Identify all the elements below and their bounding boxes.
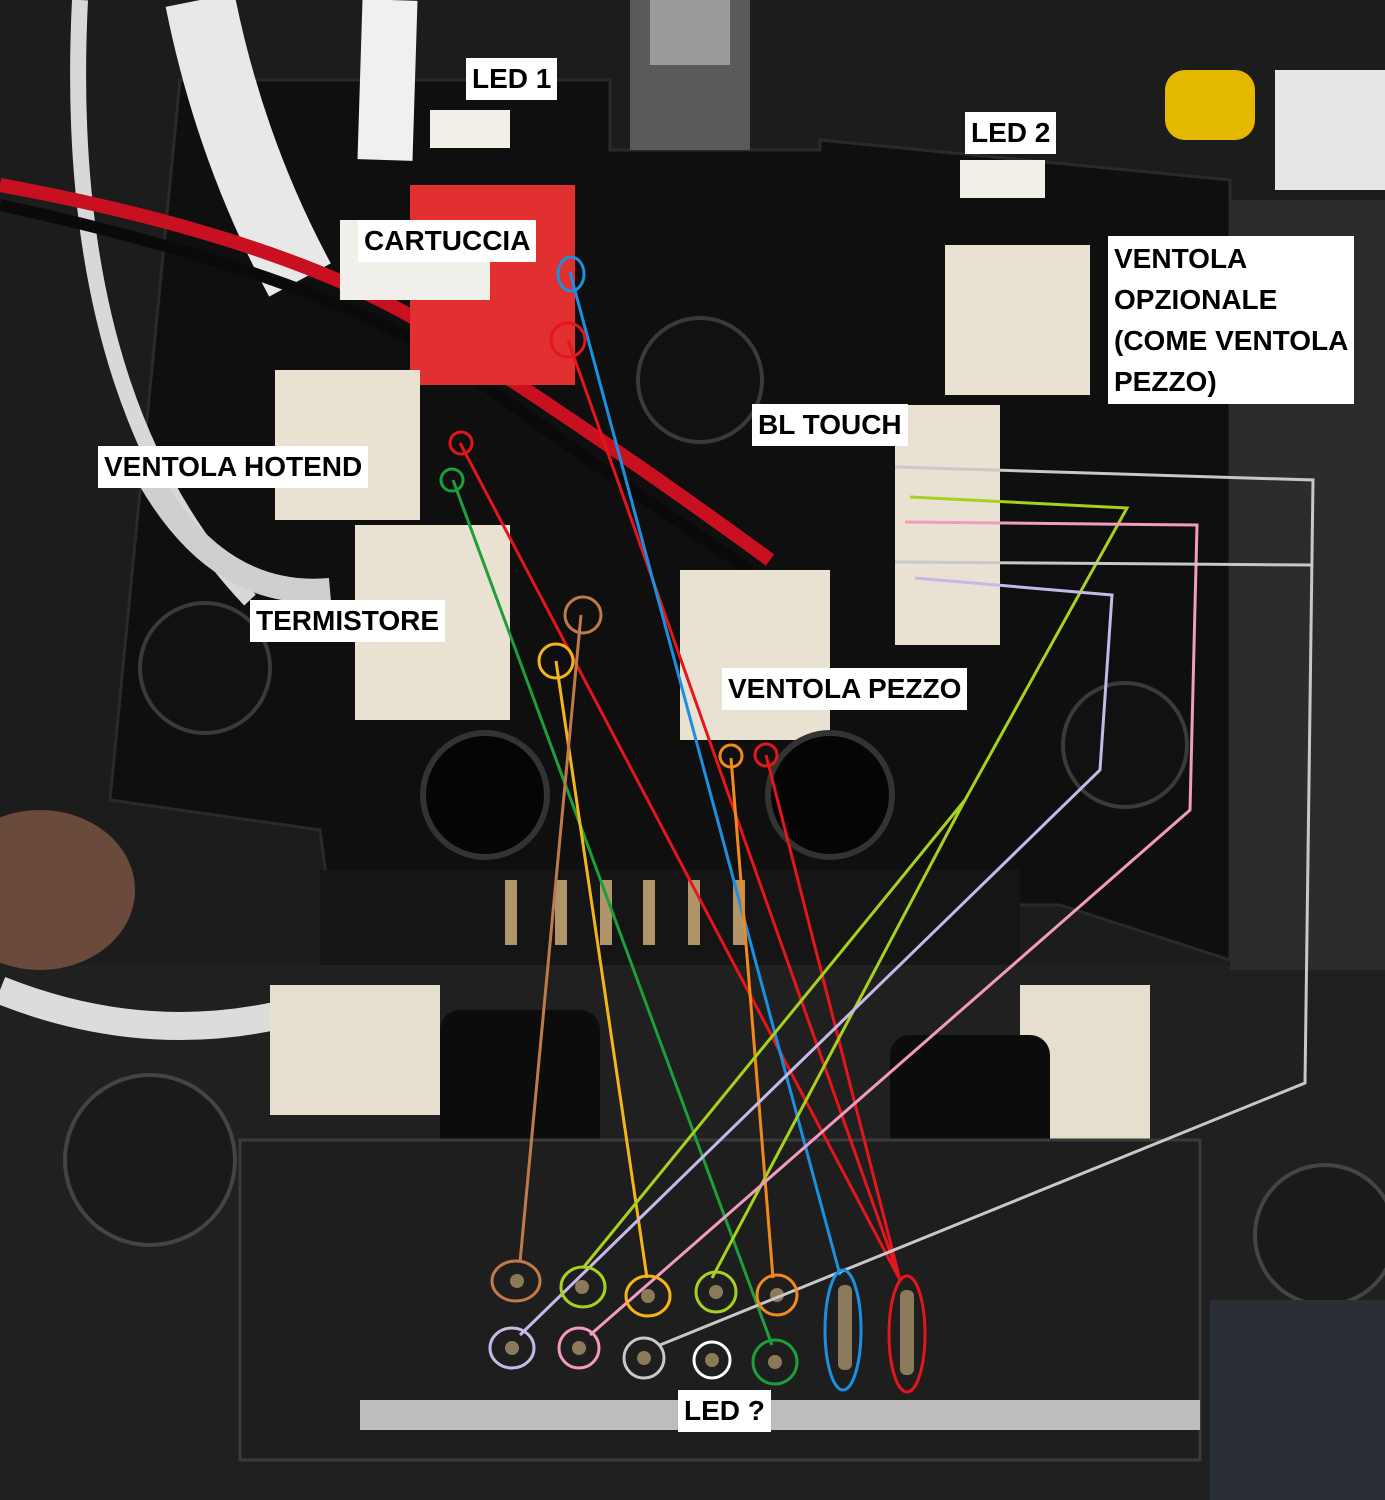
label-bl-touch: BL TOUCH [752, 404, 908, 446]
label-led1: LED 1 [466, 58, 558, 100]
label-ventola-opzionale-line4: PEZZO) [1114, 366, 1217, 397]
white-tube [357, 0, 418, 161]
header-pins [505, 880, 745, 945]
screw-left [138, 601, 272, 735]
label-ventola-opzionale: VENTOLA OPZIONALE (COME VENTOLA PEZZO) [1108, 236, 1355, 404]
label-ventola-opzionale-line3: (COME VENTOLA [1114, 325, 1349, 356]
optional-fan-connector [945, 245, 1090, 395]
annotation-circles [439, 255, 927, 1394]
braided-cable [165, 0, 331, 297]
label-led2: LED 2 [965, 112, 1057, 154]
lower-white-wire [0, 976, 304, 1040]
label-ventola-pezzo: VENTOLA PEZZO [722, 668, 968, 710]
part-fan-connector [680, 570, 830, 740]
label-ventola-opzionale-line1: VENTOLA [1114, 243, 1248, 274]
lower-screw-left [63, 1073, 237, 1247]
label-ventola-hotend: VENTOLA HOTEND [98, 446, 369, 488]
screw-top [636, 316, 764, 444]
yellow-clip [1165, 70, 1255, 140]
lower-socket-edge [360, 1400, 1200, 1430]
hotend-fan-connector [275, 370, 420, 520]
thermistor-wire [139, 473, 332, 603]
bltouch-connector [895, 405, 1000, 645]
socket-pins [505, 1274, 914, 1375]
lower-screw-right [1253, 1163, 1385, 1307]
finger [0, 810, 135, 970]
lower-standoff-left [440, 1010, 600, 1180]
label-termistore: TERMISTORE [250, 600, 446, 642]
lower-connector-left [270, 985, 440, 1115]
led1-connector [430, 110, 510, 148]
annotation-wires [451, 271, 1315, 1347]
label-ventola-opzionale-line2: OPZIONALE [1114, 284, 1278, 315]
white-connector-right [1275, 70, 1385, 190]
nozzle-hole-right [765, 730, 895, 860]
lower-cable-right [1210, 1300, 1385, 1500]
metal-tube [650, 0, 730, 65]
nozzle-hole-left [420, 730, 550, 860]
label-led-unknown: LED ? [678, 1390, 771, 1432]
led2-connector [960, 160, 1045, 198]
label-cartuccia: CARTUCCIA [358, 220, 537, 262]
